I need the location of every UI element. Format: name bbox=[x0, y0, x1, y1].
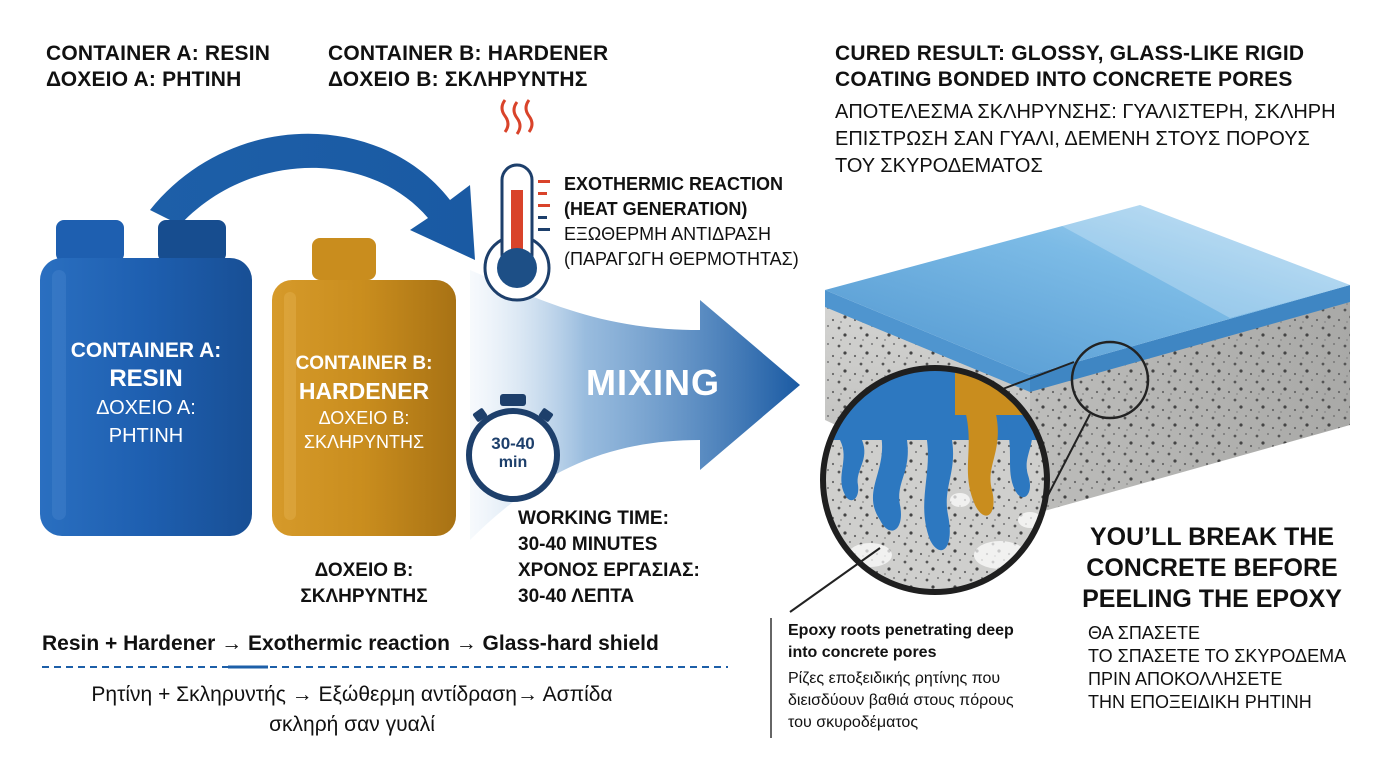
bottle-a-line2: RESIN bbox=[109, 365, 183, 392]
header-container-a-el: ΔΟΧΕΙΟ Α: ΡΗΤΙΝΗ bbox=[46, 68, 242, 91]
formula-el-line1: Ρητίνη + Σκληρυντής → Εξώθερμη αντίδραση… bbox=[91, 683, 613, 706]
heat-line2: (HEAT GENERATION) bbox=[564, 199, 748, 219]
claim-en-3: PEELING THE EPOXY bbox=[1082, 585, 1342, 613]
header-result-el-2: ΕΠΙΣΤΡΩΣΗ ΣΑΝ ΓΥΑΛΙ, ΔΕΜΕΝΗ ΣΤΟΥΣ ΠΟΡΟΥΣ bbox=[835, 128, 1310, 150]
curved-transfer-arrow bbox=[150, 133, 475, 260]
bottle-b-caption: ΔΟΧΕΙΟ Β: ΣΚΛΗΡΥΝΤΗΣ bbox=[272, 558, 456, 610]
timer-value: 30-40 bbox=[491, 434, 535, 453]
bottle-b-hardener bbox=[272, 238, 456, 536]
stopwatch-readout: 30-40 min bbox=[469, 434, 557, 472]
stopwatch-icon bbox=[466, 394, 560, 502]
header-container-a-en: CONTAINER A: RESIN bbox=[46, 42, 271, 65]
timer-line3: ΧΡΟΝΟΣ ΕΡΓΑΣΙΑΣ: bbox=[518, 560, 700, 581]
roots-el-2: διεισδύουν βαθιά στους πόρους bbox=[788, 692, 1014, 709]
header-container-b-en: CONTAINER B: HARDENER bbox=[328, 42, 609, 65]
bottle-a-line1: CONTAINER A: bbox=[70, 339, 222, 362]
claim-el-1: ΘΑ ΣΠΑΣΕΤΕ bbox=[1088, 623, 1200, 643]
heat-line1: EXOTHERMIC REACTION bbox=[564, 174, 784, 194]
header-result-el-3: ΤΟΥ ΣΚΥΡΟΔΕΜΑΤΟΣ bbox=[835, 155, 1043, 177]
header-result-en-1: CURED RESULT: GLOSSY, GLASS-LIKE RIGID bbox=[835, 42, 1305, 65]
roots-el-1: Ρίζες εποξειδικής ρητίνης που bbox=[788, 670, 1001, 687]
timer-line2: 30-40 MINUTES bbox=[518, 534, 658, 555]
bottle-b-caption-2: ΣΚΛΗΡΥΝΤΗΣ bbox=[300, 586, 428, 607]
bottle-b-line3: ΔΟΧΕΙΟ Β: bbox=[318, 408, 410, 428]
formula-en: Resin + Hardener → Exothermic reaction →… bbox=[42, 632, 659, 655]
claim-el: ΘΑ ΣΠΑΣΕΤΕ ΤΟ ΣΠΑΣΕΤΕ ΤΟ ΣΚΥΡΟΔΕΜΑ ΠΡΙΝ … bbox=[1088, 622, 1346, 714]
bottle-b-label: CONTAINER B: HARDENER ΔΟΧΕΙΟ Β: ΣΚΛΗΡΥΝΤ… bbox=[272, 352, 456, 454]
claim-el-4: ΤΗΝ ΕΠΟΞΕΙΔΙΚΗ ΡΗΤΙΝΗ bbox=[1088, 692, 1312, 712]
claim-en-1: YOU’LL BREAK THE bbox=[1090, 523, 1334, 551]
heat-line3: ΕΞΩΘΕΡΜΗ ΑΝΤΙΔΡΑΣΗ bbox=[564, 224, 771, 244]
epoxy-top-surface bbox=[825, 205, 1350, 375]
roots-en-1: Epoxy roots penetrating deep bbox=[788, 622, 1014, 639]
claim-en-2: CONCRETE BEFORE bbox=[1086, 554, 1338, 582]
formula-el-line2: σκληρή σαν γυαλί bbox=[269, 713, 435, 736]
timer-unit: min bbox=[498, 454, 528, 471]
thermometer-icon bbox=[483, 99, 551, 302]
working-time-caption: WORKING TIME: 30-40 MINUTES ΧΡΟΝΟΣ ΕΡΓΑΣ… bbox=[518, 506, 700, 610]
zoom-focus-circle bbox=[1070, 340, 1150, 420]
bottle-a-label: CONTAINER A: RESIN ΔΟΧΕΙΟ Α: ΡΗΤΙΝΗ bbox=[40, 338, 252, 450]
header-result-en-2: COATING BONDED INTO CONCRETE PORES bbox=[835, 68, 1293, 91]
magnified-pore-view bbox=[789, 365, 1050, 613]
roots-el-3: του σκυροδέματος bbox=[788, 714, 919, 731]
bottle-a-resin bbox=[40, 220, 252, 536]
bottle-a-line3: ΔΟΧΕΙΟ Α: bbox=[96, 397, 196, 419]
heat-caption: EXOTHERMIC REACTION (HEAT GENERATION) ΕΞ… bbox=[564, 172, 799, 272]
claim-en: YOU’LL BREAK THE CONCRETE BEFORE PEELING… bbox=[1082, 522, 1342, 615]
roots-caption: Epoxy roots penetrating deep into concre… bbox=[788, 620, 1014, 734]
formula-el: Ρητίνη + Σκληρυντής → Εξώθερμη αντίδραση… bbox=[42, 680, 662, 740]
mixing-label: MIXING bbox=[586, 362, 721, 403]
timer-line1: WORKING TIME: bbox=[518, 508, 669, 529]
roots-en-2: into concrete pores bbox=[788, 644, 937, 661]
bottle-b-caption-1: ΔΟΧΕΙΟ Β: bbox=[314, 560, 414, 581]
bottle-b-line2: HARDENER bbox=[298, 378, 430, 404]
bottle-b-line4: ΣΚΛΗΡΥΝΤΗΣ bbox=[303, 432, 425, 452]
header-result-el-1: ΑΠΟΤΕΛΕΣΜΑ ΣΚΛΗΡΥΝΣΗΣ: ΓΥΑΛΙΣΤΕΡΗ, ΣΚΛΗΡ… bbox=[835, 101, 1336, 123]
bottle-b-line1: CONTAINER B: bbox=[295, 353, 433, 374]
claim-el-2: ΤΟ ΣΠΑΣΕΤΕ ΤΟ ΣΚΥΡΟΔΕΜΑ bbox=[1088, 646, 1347, 666]
bottle-a-line4: ΡΗΤΙΝΗ bbox=[108, 425, 184, 447]
header-container-b-el: ΔΟΧΕΙΟ Β: ΣΚΛΗΡΥΝΤΗΣ bbox=[328, 68, 588, 91]
timer-line4: 30-40 ΛΕΠΤΑ bbox=[518, 586, 635, 607]
heat-line4: (ΠΑΡΑΓΩΓΗ ΘΕΡΜΟΤΗΤΑΣ) bbox=[564, 249, 799, 269]
claim-el-3: ΠΡΙΝ ΑΠΟΚΟΛΛΗΣΕΤΕ bbox=[1088, 669, 1283, 689]
